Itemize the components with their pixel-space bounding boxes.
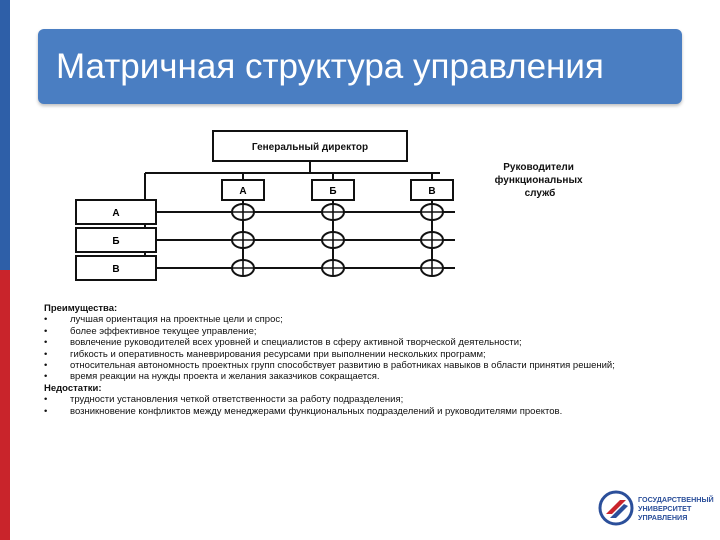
university-logo-icon [598, 490, 634, 526]
bullet-icon: • [44, 337, 48, 349]
bullet-icon: • [44, 360, 48, 372]
side-label-line: Руководители [503, 162, 574, 173]
function-label-b: Б [329, 186, 336, 197]
side-label-line: служб [525, 187, 556, 199]
svg-text:Руководители функциональны: Руководители функциональных служб [495, 162, 586, 199]
side-label-line: функциональных [495, 174, 583, 186]
left-accent-bar-blue [0, 0, 10, 270]
bullet-icon: • [44, 314, 48, 326]
project-box-c [75, 255, 157, 281]
advantage-item: • относительная автономность проектных г… [44, 360, 615, 372]
advantage-item: • вовлечение руководителей всех уровней … [44, 337, 522, 349]
advantage-item: • время реакции на нужды проекта и желан… [44, 371, 380, 383]
advantages-heading: Преимущества: [44, 303, 118, 314]
advantage-item: • лучшая ориентация на проектные цели и … [44, 314, 283, 326]
advantage-item: • гибкость и оперативность маневрировани… [44, 348, 486, 360]
bullet-icon: • [44, 325, 48, 337]
title-banner: Матричная структура управления [38, 29, 682, 104]
university-logo: ГОСУДАРСТВЕННЫЙ УНИВЕРСИТЕТ УПРАВЛЕНИЯ [598, 490, 714, 530]
bullet-icon: • [44, 348, 48, 360]
function-label-a: А [239, 186, 246, 197]
university-logo-text: ГОСУДАРСТВЕННЫЙ УНИВЕРСИТЕТ УПРАВЛЕНИЯ [638, 495, 714, 522]
bullet-icon: • [44, 405, 48, 417]
project-label-b: Б [112, 236, 119, 247]
function-label-c: В [428, 186, 435, 197]
disadvantages-heading: Недостатки: [44, 382, 102, 394]
project-box-a [75, 199, 157, 225]
left-accent-bar-red [0, 270, 10, 540]
pros-cons-text: Преимущества: • лучшая ориентация на про… [44, 303, 654, 417]
general-director-box [212, 130, 408, 162]
disadvantage-item: • возникновение конфликтов между менедже… [44, 405, 563, 417]
bullet-icon: • [44, 371, 48, 383]
bullet-icon: • [44, 394, 48, 406]
project-label-c: В [112, 264, 119, 275]
general-director-label: Генеральный директор [252, 142, 368, 153]
slide-title: Матричная структура управления [56, 47, 604, 86]
advantage-item: • более эффективное текущее управление; [44, 325, 257, 337]
project-box-b [75, 227, 157, 253]
matrix-structure-diagram: Генеральный директор А Б В А Б В [75, 130, 586, 281]
project-label-a: А [112, 208, 119, 219]
disadvantage-item: • трудности установления четкой ответств… [44, 394, 404, 406]
